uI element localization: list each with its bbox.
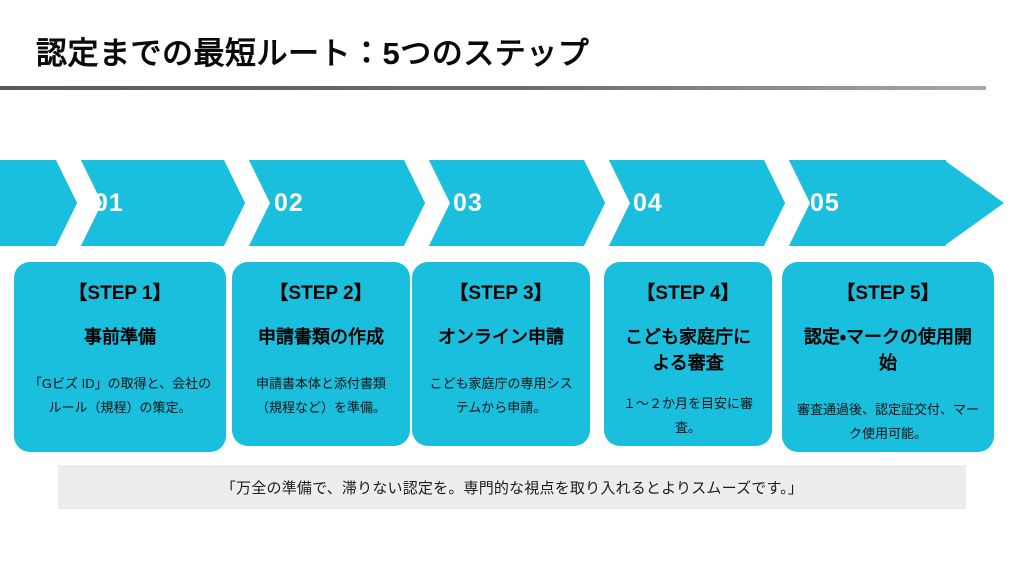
step-card-4-description: １〜２か月を目安に審査。	[622, 395, 753, 435]
step-card-4-heading: こども家庭庁による審査	[625, 326, 751, 373]
step-card-3[interactable]: 【STEP 3】 オンライン申請 こども家庭庁の専用システムから申請。	[412, 262, 590, 446]
page-title: 認定までの最短ルート：5つのステップ	[36, 36, 590, 71]
step-card-5-heading: 認定・マークの使用開始	[803, 326, 973, 373]
title-divider	[0, 86, 986, 90]
step-card-1-label: 【STEP 1】	[68, 283, 172, 304]
chevron-number-01: 01	[94, 189, 124, 217]
footer-note-text: 「万全の準備で、滞りない認定を。専門的な視点を取り入れるとよりスムーズです。」	[220, 479, 804, 497]
chevron-number-05: 05	[810, 189, 840, 217]
step-card-5[interactable]: 【STEP 5】 認定・マークの使用開始 審査通過後、認定証交付、マーク使用可能…	[782, 262, 994, 452]
step-card-5-label: 【STEP 5】	[836, 283, 940, 304]
step-card-1[interactable]: 【STEP 1】 事前準備 「Gビズ ID」の取得と、会社のルール（規程）の策定…	[14, 262, 226, 452]
footer-banner: 「万全の準備で、滞りない認定を。専門的な視点を取り入れるとよりスムーズです。」	[58, 465, 966, 509]
chevron-segment-01	[0, 160, 224, 246]
chevron-number-03: 03	[453, 189, 483, 217]
chevron-number-04: 04	[633, 189, 663, 217]
step-card-1-description: 「Gビズ ID」の取得と、会社のルール（規程）の策定。	[28, 375, 212, 415]
step-card-2-heading: 申請書類の作成	[258, 326, 384, 347]
step-card-4-label: 【STEP 4】	[636, 283, 740, 304]
step-card-3-description: こども家庭庁の専用システムから申請。	[429, 375, 573, 415]
step-card-2-label: 【STEP 2】	[269, 283, 373, 304]
step-card-1-heading: 事前準備	[84, 326, 156, 347]
step-card-4[interactable]: 【STEP 4】 こども家庭庁による審査 １〜２か月を目安に審査。	[604, 262, 772, 446]
step-card-2-description: 申請書本体と添付書類（規程など）を準備。	[255, 375, 386, 415]
step-card-3-heading: オンライン申請	[438, 326, 564, 347]
step-card-2[interactable]: 【STEP 2】 申請書類の作成 申請書本体と添付書類（規程など）を準備。	[232, 262, 410, 446]
step-card-3-label: 【STEP 3】	[449, 283, 553, 304]
chevron-arrow-tip	[944, 160, 1004, 246]
step-card-5-description: 審査通過後、認定証交付、マーク使用可能。	[796, 401, 979, 441]
chevron-number-02: 02	[274, 189, 304, 217]
process-chevron-band: 01 02 03 04 05	[0, 160, 1010, 246]
